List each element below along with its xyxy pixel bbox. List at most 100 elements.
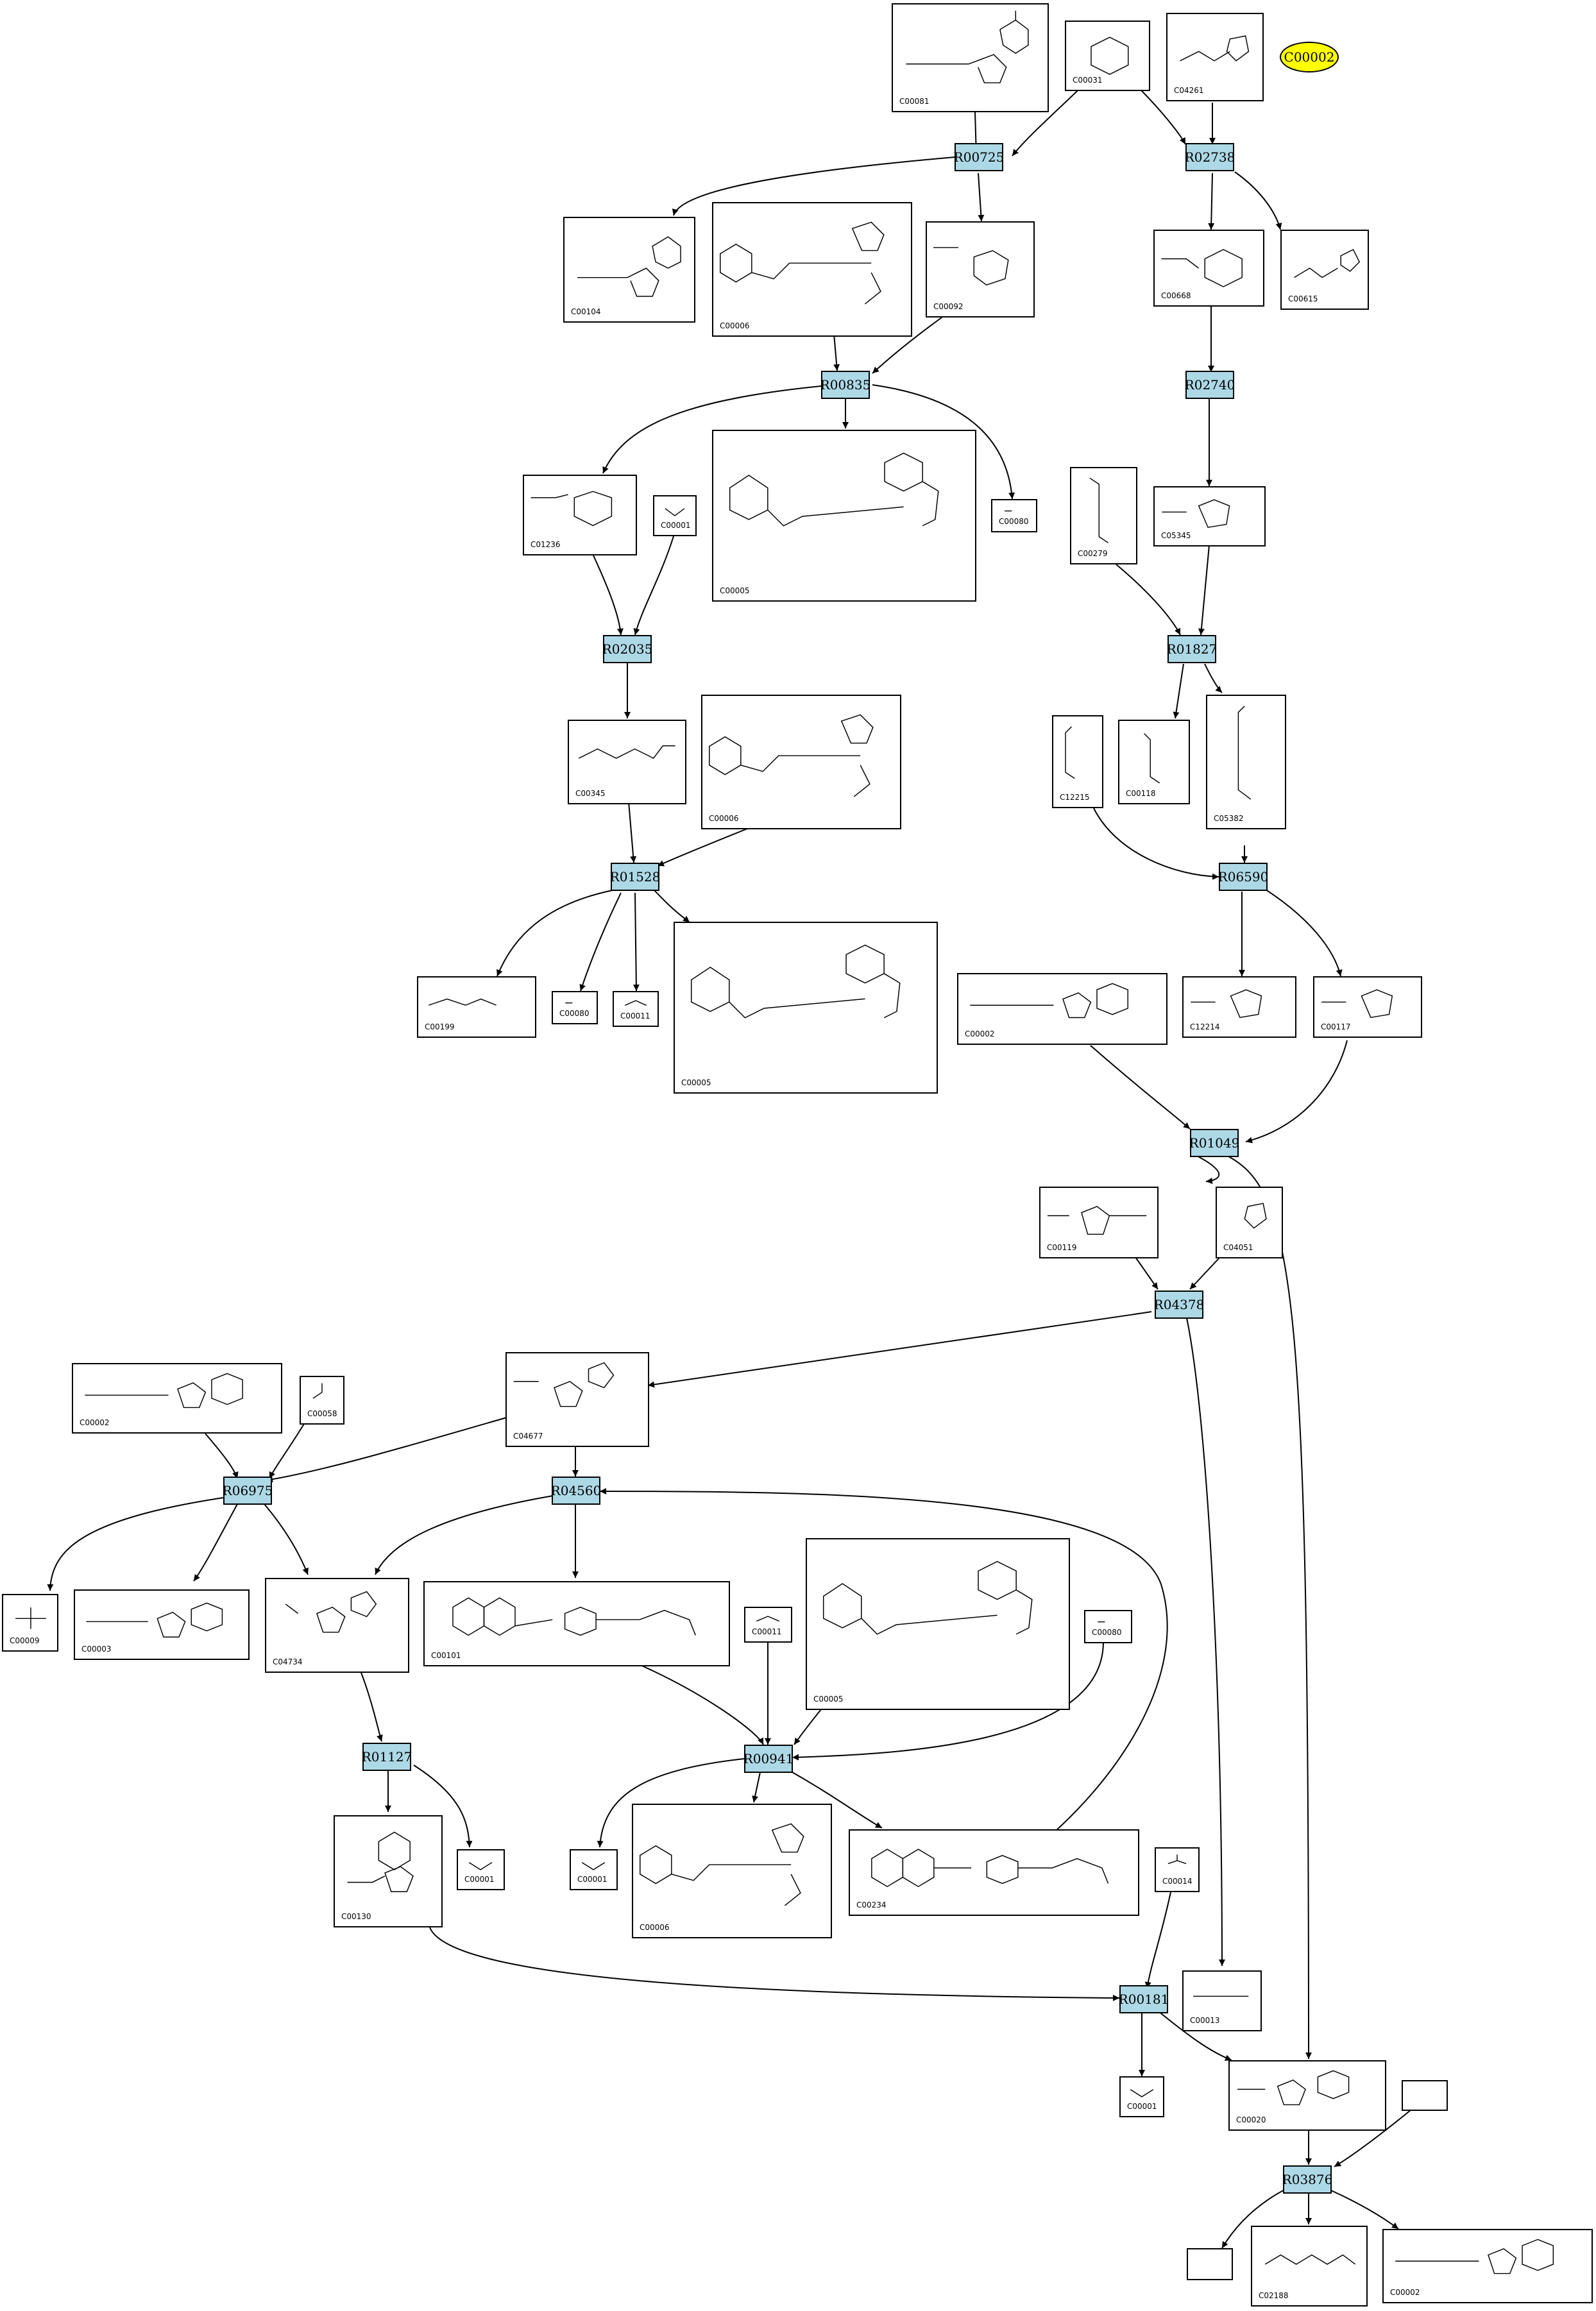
compound-box[interactable]: C05382	[1206, 695, 1286, 829]
compound-box[interactable]: C00118	[1118, 720, 1190, 804]
compound-box[interactable]	[1187, 2248, 1233, 2280]
compound-box[interactable]: C00080	[1084, 1610, 1132, 1643]
reaction-label: R00835	[820, 377, 871, 393]
compound-box[interactable]: C12214	[1182, 976, 1296, 1038]
reaction-node[interactable]: R01049	[1189, 1129, 1239, 1157]
reaction-node[interactable]: R02740	[1185, 371, 1235, 399]
compound-box[interactable]: C04734	[265, 1578, 409, 1673]
compound-box[interactable]: C00615	[1280, 230, 1369, 310]
reaction-label: R00181	[1118, 1992, 1169, 2007]
compound-box[interactable]: C00006	[701, 695, 901, 829]
reaction-node[interactable]: R00181	[1118, 1985, 1169, 2013]
compound-box[interactable]: C00104	[563, 217, 695, 323]
compound-box[interactable]: C00031	[1065, 21, 1150, 91]
reaction-node[interactable]: R01827	[1167, 635, 1217, 663]
compound-box[interactable]: C00006	[632, 1804, 832, 1938]
compound-id: C02188	[1259, 2291, 1289, 2300]
compound-box[interactable]: C00081	[892, 3, 1049, 112]
compound-box[interactable]: C00234	[849, 1829, 1139, 1916]
reaction-node[interactable]: R00941	[743, 1745, 794, 1773]
compound-box[interactable]: C00001	[570, 1849, 618, 1890]
edge	[1330, 2190, 1399, 2230]
compound-box[interactable]: C00005	[712, 430, 976, 602]
compound-box[interactable]: C00002	[957, 973, 1167, 1045]
compound-box[interactable]: C00080	[552, 991, 598, 1024]
structure-drawing	[312, 1383, 323, 1399]
edge	[205, 1433, 239, 1479]
highlighted-compound[interactable]: C00002	[1280, 42, 1339, 72]
compound-box[interactable]: C00014	[1155, 1847, 1200, 1892]
edge	[1208, 173, 1215, 230]
compound-box[interactable]: C02188	[1251, 2226, 1368, 2307]
compound-box[interactable]: C00199	[417, 976, 536, 1038]
edge	[1198, 545, 1210, 636]
compound-box[interactable]: C00002	[72, 1363, 282, 1434]
compound-box[interactable]: C00006	[712, 202, 912, 337]
compound-box[interactable]: C00011	[744, 1607, 792, 1643]
structure-drawing	[1237, 706, 1252, 800]
reaction-node[interactable]: R03876	[1282, 2165, 1332, 2194]
compound-box[interactable]: C00119	[1039, 1187, 1159, 1258]
structure-drawing	[1244, 1203, 1267, 1229]
compound-box[interactable]: C00011	[613, 991, 659, 1027]
reaction-node[interactable]: R00725	[953, 143, 1005, 171]
compound-box[interactable]: C00001	[457, 1849, 505, 1890]
reaction-label: R00725	[953, 149, 1005, 165]
compound-box[interactable]: C12215	[1052, 715, 1103, 808]
compound-id: C00234	[856, 1900, 887, 1909]
edge	[631, 1661, 764, 1745]
compound-id: C00345	[575, 789, 606, 798]
compound-box[interactable]: C00003	[74, 1589, 250, 1660]
compound-id: C00006	[640, 1923, 670, 1932]
compound-id: C00092	[933, 302, 964, 311]
compound-box[interactable]: C00001	[1119, 2076, 1164, 2117]
compound-box[interactable]: C00279	[1070, 467, 1137, 564]
edge	[628, 801, 637, 863]
reaction-node[interactable]: R01528	[610, 863, 660, 891]
compound-box[interactable]: C01236	[523, 475, 637, 555]
reaction-node[interactable]: R01127	[362, 1743, 412, 1771]
compound-id: C05382	[1214, 814, 1244, 823]
compound-box[interactable]: C00009	[2, 1594, 58, 1652]
edge	[593, 555, 624, 636]
reaction-node[interactable]: R06975	[223, 1477, 273, 1505]
compound-box[interactable]: C00130	[334, 1815, 443, 1927]
compound-box[interactable]	[1402, 2080, 1448, 2111]
structure-drawing	[1091, 37, 1129, 75]
compound-box[interactable]: C04261	[1166, 13, 1264, 101]
compound-box[interactable]: C00005	[806, 1538, 1070, 1710]
reaction-node[interactable]: R00835	[820, 371, 871, 399]
compound-id: C00011	[620, 1012, 650, 1020]
compound-box[interactable]: C00020	[1228, 2060, 1386, 2131]
compound-box[interactable]: C00005	[674, 922, 938, 1094]
compound-box[interactable]: C00001	[653, 495, 697, 536]
structure-drawing	[1144, 733, 1160, 784]
edge	[1173, 663, 1184, 719]
compound-id: C00118	[1126, 789, 1156, 798]
edge	[1135, 1257, 1159, 1290]
compound-box[interactable]: C00002	[1382, 2229, 1593, 2303]
compound-id: C00001	[1127, 2102, 1157, 2111]
compound-id: C00001	[464, 1875, 495, 1884]
structure-drawing	[625, 1000, 647, 1006]
structure-drawing	[581, 1862, 606, 1870]
reaction-node[interactable]: R02035	[602, 635, 652, 663]
compound-box[interactable]: C00080	[991, 499, 1037, 532]
reaction-node[interactable]: R04378	[1154, 1291, 1204, 1319]
compound-box[interactable]: C00668	[1153, 230, 1264, 307]
compound-box[interactable]: C04677	[505, 1352, 649, 1447]
compound-box[interactable]: C00345	[568, 720, 686, 804]
compound-box[interactable]: C00058	[300, 1376, 344, 1425]
compound-box[interactable]: C00013	[1182, 1970, 1262, 2031]
edge	[833, 333, 840, 371]
reaction-node[interactable]: R04560	[551, 1477, 601, 1505]
edge	[1144, 1892, 1171, 1989]
compound-box[interactable]: C00101	[423, 1581, 730, 1666]
compound-box[interactable]: C04051	[1216, 1187, 1283, 1258]
edge	[1093, 808, 1219, 880]
compound-box[interactable]: C00092	[926, 221, 1035, 317]
compound-box[interactable]: C00117	[1313, 976, 1422, 1038]
reaction-node[interactable]: R02738	[1185, 143, 1235, 171]
compound-box[interactable]: C05345	[1153, 486, 1266, 546]
reaction-node[interactable]: R06590	[1218, 863, 1268, 891]
